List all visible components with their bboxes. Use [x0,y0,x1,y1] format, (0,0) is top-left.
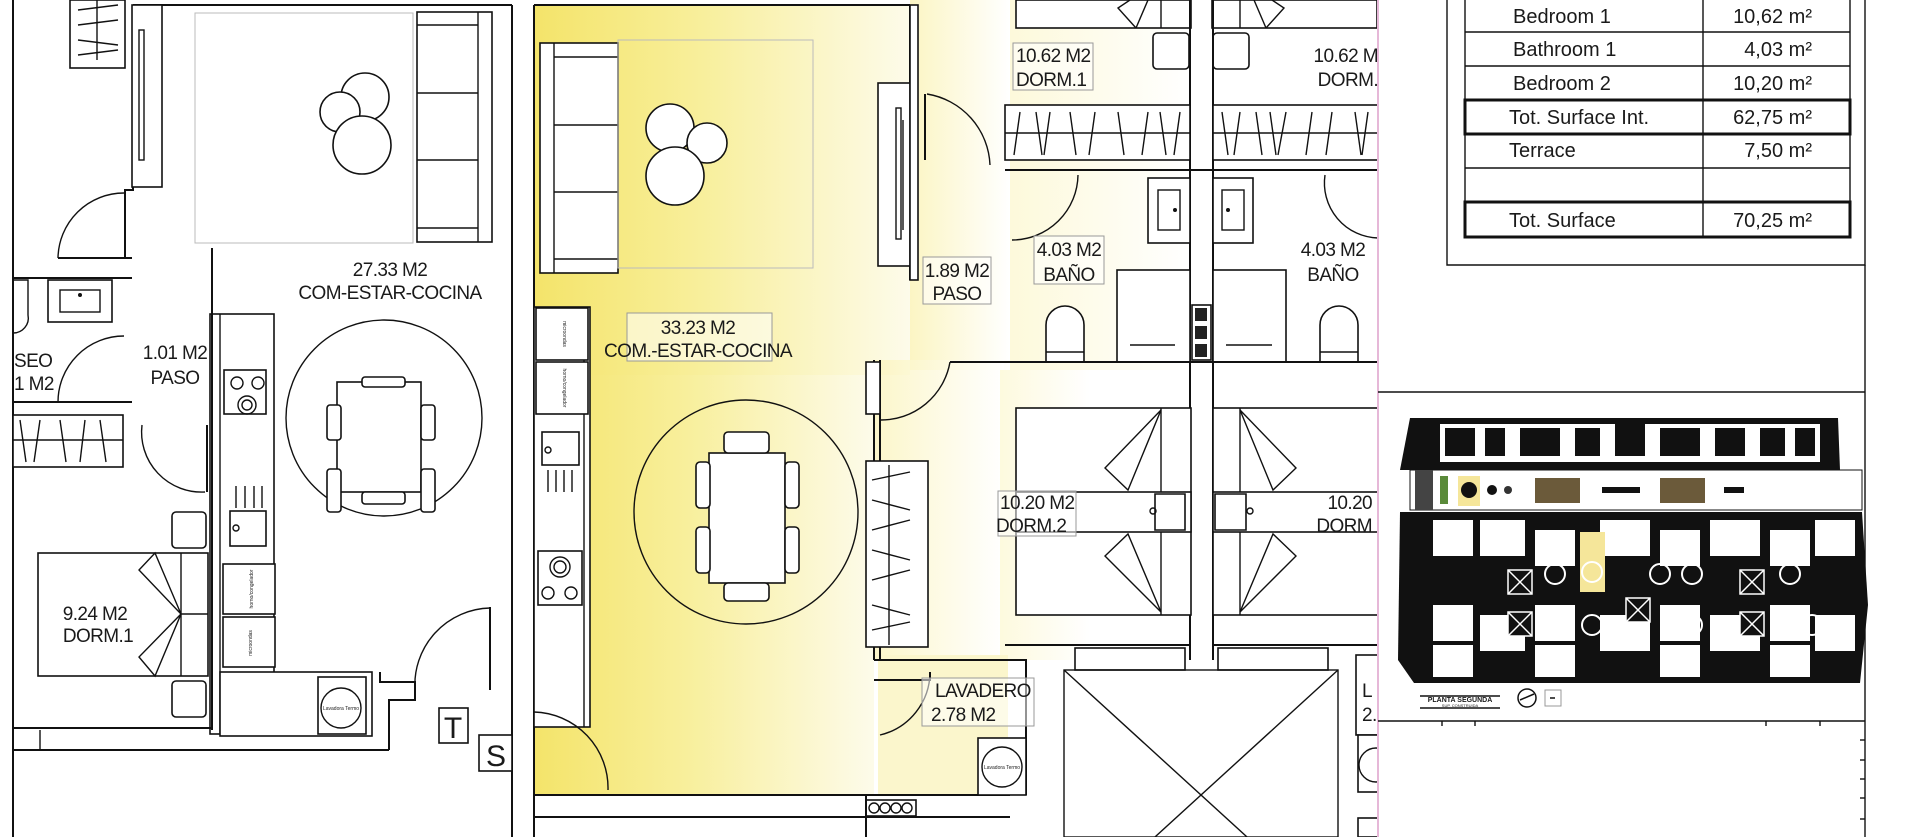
symbol-s: S [486,740,506,773]
appliance-label-microondas: microondas [248,630,254,656]
room-name-dorm1-left: DORM.1 [63,626,133,647]
key-plan-subtitle: SUP. CONSTRUIDA [1442,703,1479,708]
room-name-bano-right: BAÑO [1307,264,1358,286]
table-value-total-surface: 70,25 m² [1733,210,1812,232]
table-value-total-interior: 62,75 m² [1733,107,1812,129]
room-area-dorm1-right: 10.62 M [1314,46,1378,67]
room-area-dorm2-right: 10.20 [1327,493,1372,514]
north-arrow-icon [1517,688,1537,708]
room-name-bano-selected: BAÑO [1043,264,1094,286]
room-name-lavadero: LAVADERO [935,681,1031,702]
room-name-com-estar-selected: COM.-ESTAR-COCINA [604,341,793,362]
key-plan-title: PLANTA SEGUNDA [1428,697,1493,704]
room-area-dorm1-left: 9.24 M2 [63,604,127,625]
room-area-dorm1-selected: 10.62 M2 [1016,46,1090,67]
room-name-aseo-left: SEO [14,351,52,372]
surface-table: Bedroom 1 10,62 m² Bathroom 1 4,03 m² Be… [1446,0,1866,837]
room-area-bano-right: 4.03 M2 [1301,240,1365,261]
room-name-paso-selected: PASO [933,284,982,305]
room-area-lavadero-right: 2. [1362,705,1377,726]
room-name-dorm1-right: DORM. [1318,70,1378,91]
room-name-com-estar-left: COM-ESTAR-COCINA [298,283,482,304]
table-label-total-surface: Tot. Surface [1509,210,1616,232]
room-area-paso-left: 1.01 M2 [143,343,207,364]
room-area-com-estar-left: 27.33 M2 [353,260,427,281]
room-area-bano-selected: 4.03 M2 [1037,240,1101,261]
symbol-t: T [444,712,462,745]
room-name-lavadero-right: L [1362,681,1372,702]
room-name-dorm1-selected: DORM.1 [1016,70,1086,91]
room-name-dorm2-right: DORM [1316,516,1372,537]
table-value-bedroom-1: 10,62 m² [1733,6,1812,28]
table-value-terrace: 7,50 m² [1744,140,1812,162]
appliance-label-microondas-sel: microondas [561,321,567,347]
table-value-bedroom-2: 10,20 m² [1733,73,1812,95]
appliance-label-lavadora: Lavadora Termo [323,706,359,712]
appliance-label-horno: horno/congelador [249,569,255,608]
table-value-bathroom-1: 4,03 m² [1744,39,1812,61]
table-label-bathroom-1: Bathroom 1 [1513,39,1616,61]
table-label-total-interior: Tot. Surface Int. [1509,107,1649,129]
room-name-paso-left: PASO [151,368,200,389]
room-name-dorm2-selected: DORM.2 [996,516,1066,537]
table-label-bedroom-1: Bedroom 1 [1513,6,1611,28]
bedroom-bath-block: 10.62 M2 DORM.1 4.03 M2 BAÑO 10.20 M2 DO… [996,0,1394,837]
table-label-bedroom-2: Bedroom 2 [1513,73,1611,95]
appliance-label-lavadora-sel: Lavadora Termo [984,765,1020,771]
room-area-dorm2-selected: 10.20 M2 [1000,493,1074,514]
table-label-terrace: Terrace [1509,140,1576,162]
appliance-label-horno-sel: horno/congelador [561,369,567,408]
room-area-paso-selected: 1.89 M2 [925,261,989,282]
room-area-aseo-left: 1 M2 [14,374,54,395]
room-area-lavadero: 2.78 M2 [931,705,995,726]
key-plan-thumbnail[interactable]: PLANTA SEGUNDA SUP. CONSTRUIDA [1398,418,1868,709]
room-area-com-estar-selected: 33.23 M2 [661,318,735,339]
left-unit: horno/congelador microondas Lavadora Ter… [12,0,513,837]
frame-ticks [1441,721,1865,820]
